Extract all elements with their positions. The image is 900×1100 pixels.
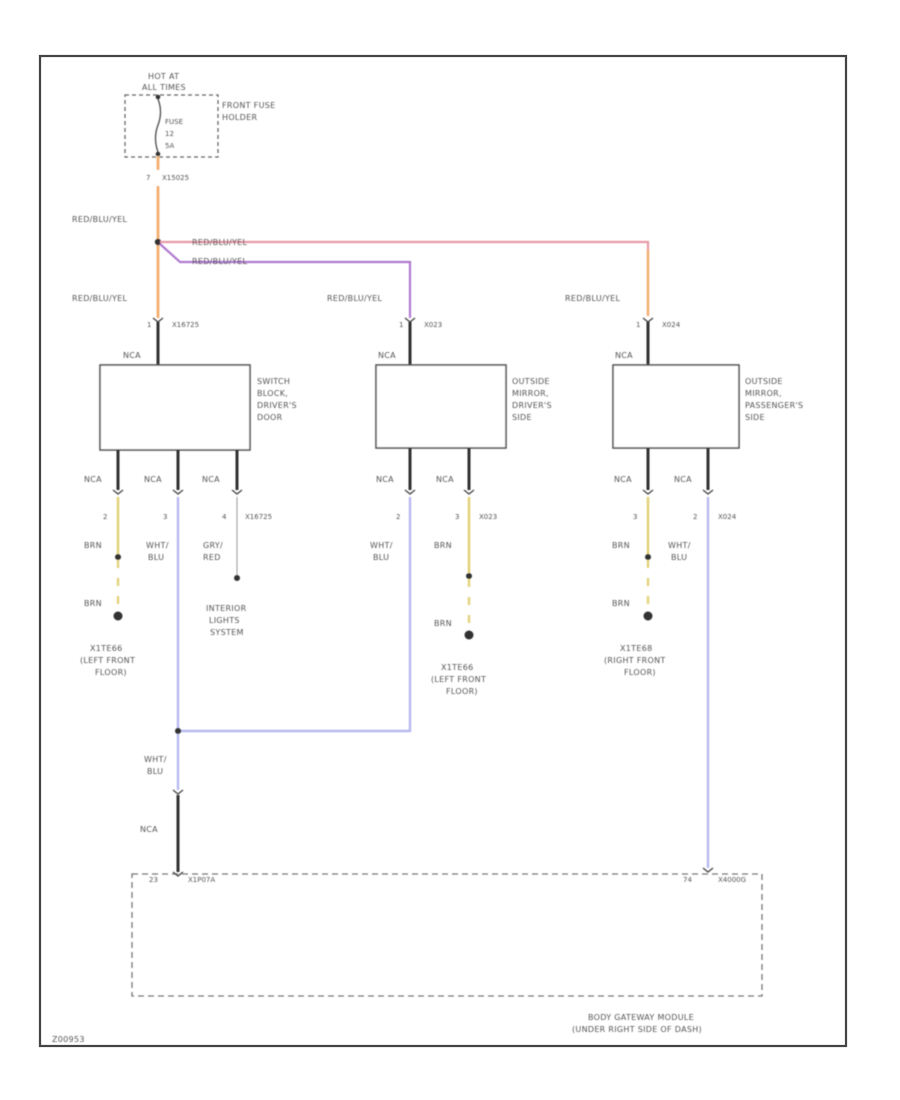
left-pin4-wire: GRY/: [203, 541, 223, 550]
middle-in-connector: X023: [424, 321, 442, 329]
fuse-holder: HOT AT ALL TIMES FUSE 12 5A FRONT FUSE H…: [124, 72, 275, 182]
interior-lights-label: INTERIOR: [206, 604, 247, 613]
middle-ground-loc-2: FLOOR): [446, 687, 478, 696]
left-ground-loc: (LEFT FRONT: [80, 656, 135, 665]
left-pin3-wire: WHT/: [146, 541, 169, 550]
left-pin3-nca: NCA: [144, 475, 162, 484]
middle-pin3-wire: BRN: [434, 541, 452, 550]
module-right-connector: X4000G: [718, 876, 746, 884]
right-pin3-wire: BRN: [612, 541, 630, 550]
fuse-amps: 5A: [165, 142, 174, 150]
body-gateway-module: WHT/ BLU NCA 23 X1P07A 74 X4000G BODY GA…: [52, 728, 763, 1044]
right-ground-loc-2: FLOOR): [624, 668, 656, 677]
module-location: (UNDER RIGHT SIDE OF DASH): [572, 1025, 702, 1034]
fuse-out-pin: 7: [146, 174, 150, 182]
right-pin3-wire-2: BRN: [612, 599, 630, 608]
middle-ground-id: X1TE66: [441, 663, 474, 672]
left-pin3-number: 3: [163, 513, 167, 521]
fuse-holder-label: FRONT FUSE: [222, 101, 275, 110]
right-wire-color: RED/BLU/YEL: [565, 294, 621, 303]
middle-name-4: SIDE: [512, 413, 532, 422]
hot-label-2: ALL TIMES: [142, 83, 186, 92]
outside-mirror-passengers-side: 1 X024 NCA OUTSIDE MIRROR, PASSENGER'S S…: [604, 317, 803, 868]
fuse-number: 12: [165, 130, 174, 138]
bottom-nca: NCA: [140, 825, 158, 834]
left-pin2-wire: BRN: [84, 541, 102, 550]
left-ground-loc-2: FLOOR): [95, 668, 127, 677]
switch-block-drivers-door: 1 X16725 NCA SWITCH BLOCK, DRIVER'S DOOR…: [80, 317, 297, 730]
module-name: BODY GATEWAY MODULE: [588, 1013, 694, 1022]
middle-pin3-nca: NCA: [436, 475, 454, 484]
left-pin2-nca: NCA: [84, 475, 102, 484]
middle-pin3-wire-2: BRN: [434, 619, 452, 628]
branch-wire-color-1: RED/BLU/YEL: [192, 238, 248, 247]
left-in-connector: X16725: [172, 321, 199, 329]
middle-pin2-wire: WHT/: [370, 541, 393, 550]
right-name-4: SIDE: [745, 413, 765, 422]
left-wire-color: RED/BLU/YEL: [72, 294, 128, 303]
right-pin2-number: 2: [693, 513, 697, 521]
middle-pin2-nca: NCA: [376, 475, 394, 484]
middle-ground-loc: (LEFT FRONT: [431, 675, 486, 684]
middle-pin3-connector: X023: [479, 513, 497, 521]
left-pin2-wire-2: BRN: [84, 599, 102, 608]
left-pin4-wire-b: RED: [203, 553, 221, 562]
interior-lights-label-3: SYSTEM: [210, 628, 244, 637]
middle-name-2: MIRROR,: [512, 389, 549, 398]
right-in-connector: X024: [662, 321, 681, 329]
left-pin4-number: 4: [222, 513, 227, 521]
interior-lights-label-2: LIGHTS: [209, 616, 240, 625]
left-pin4-nca: NCA: [202, 475, 220, 484]
right-pin2-wire-b: BLU: [671, 553, 687, 562]
middle-pin3-number: 3: [455, 513, 459, 521]
module-left-connector: X1P07A: [188, 876, 215, 884]
outside-mirror-drivers-side: 1 X023 NCA OUTSIDE MIRROR, DRIVER'S SIDE…: [178, 317, 552, 733]
left-pin4-connector: X16725: [245, 513, 272, 521]
fuse-holder-label-2: HOLDER: [222, 113, 257, 122]
left-in-pin: 1: [147, 321, 151, 329]
right-in-pin: 1: [636, 321, 640, 329]
middle-name-1: OUTSIDE: [512, 377, 550, 386]
right-pin3-nca: NCA: [614, 475, 632, 484]
left-name-2: BLOCK,: [257, 389, 288, 398]
left-pin3-wire-b: BLU: [148, 553, 164, 562]
right-ground-loc: (RIGHT FRONT: [604, 656, 666, 665]
right-pin3-number: 3: [633, 513, 637, 521]
middle-name-3: DRIVER'S: [512, 401, 552, 410]
middle-in-pin: 1: [399, 321, 403, 329]
left-ground-id: X1TE66: [90, 644, 123, 653]
module-right-pin: 74: [683, 876, 692, 884]
fuse-out-connector: X15025: [162, 174, 189, 182]
diagram-frame: [38, 54, 848, 1048]
left-name-3: DRIVER'S: [257, 401, 297, 410]
right-pin2-nca: NCA: [674, 475, 692, 484]
middle-pin2-wire-b: BLU: [373, 553, 389, 562]
right-pin2-wire: WHT/: [668, 541, 691, 550]
right-nca-top: NCA: [615, 351, 633, 360]
right-name-3: PASSENGER'S: [745, 401, 803, 410]
bottom-wire: WHT/: [144, 755, 167, 764]
fuse-label: FUSE: [165, 118, 183, 126]
main-wire-color: RED/BLU/YEL: [72, 215, 128, 224]
left-name-1: SWITCH: [257, 377, 290, 386]
middle-wire-color: RED/BLU/YEL: [327, 294, 383, 303]
right-name-1: OUTSIDE: [745, 377, 783, 386]
middle-nca-top: NCA: [378, 351, 396, 360]
middle-pin2-number: 2: [396, 513, 400, 521]
right-pin2-connector: X024: [718, 513, 737, 521]
module-left-pin: 23: [149, 876, 158, 884]
left-pin2-number: 2: [103, 513, 107, 521]
right-ground-id: X1TE68: [620, 644, 653, 653]
left-nca-top: NCA: [123, 351, 141, 360]
diagram-id: Z00953: [52, 1035, 85, 1044]
bottom-wire-b: BLU: [147, 767, 163, 776]
left-name-4: DOOR: [257, 413, 283, 422]
right-name-2: MIRROR,: [745, 389, 782, 398]
branch-wire-color-2: RED/BLU/YEL: [192, 257, 248, 266]
power-wires: RED/BLU/YEL RED/BLU/YEL RED/BLU/YEL RED/…: [72, 156, 650, 318]
hot-label: HOT AT: [148, 72, 179, 81]
